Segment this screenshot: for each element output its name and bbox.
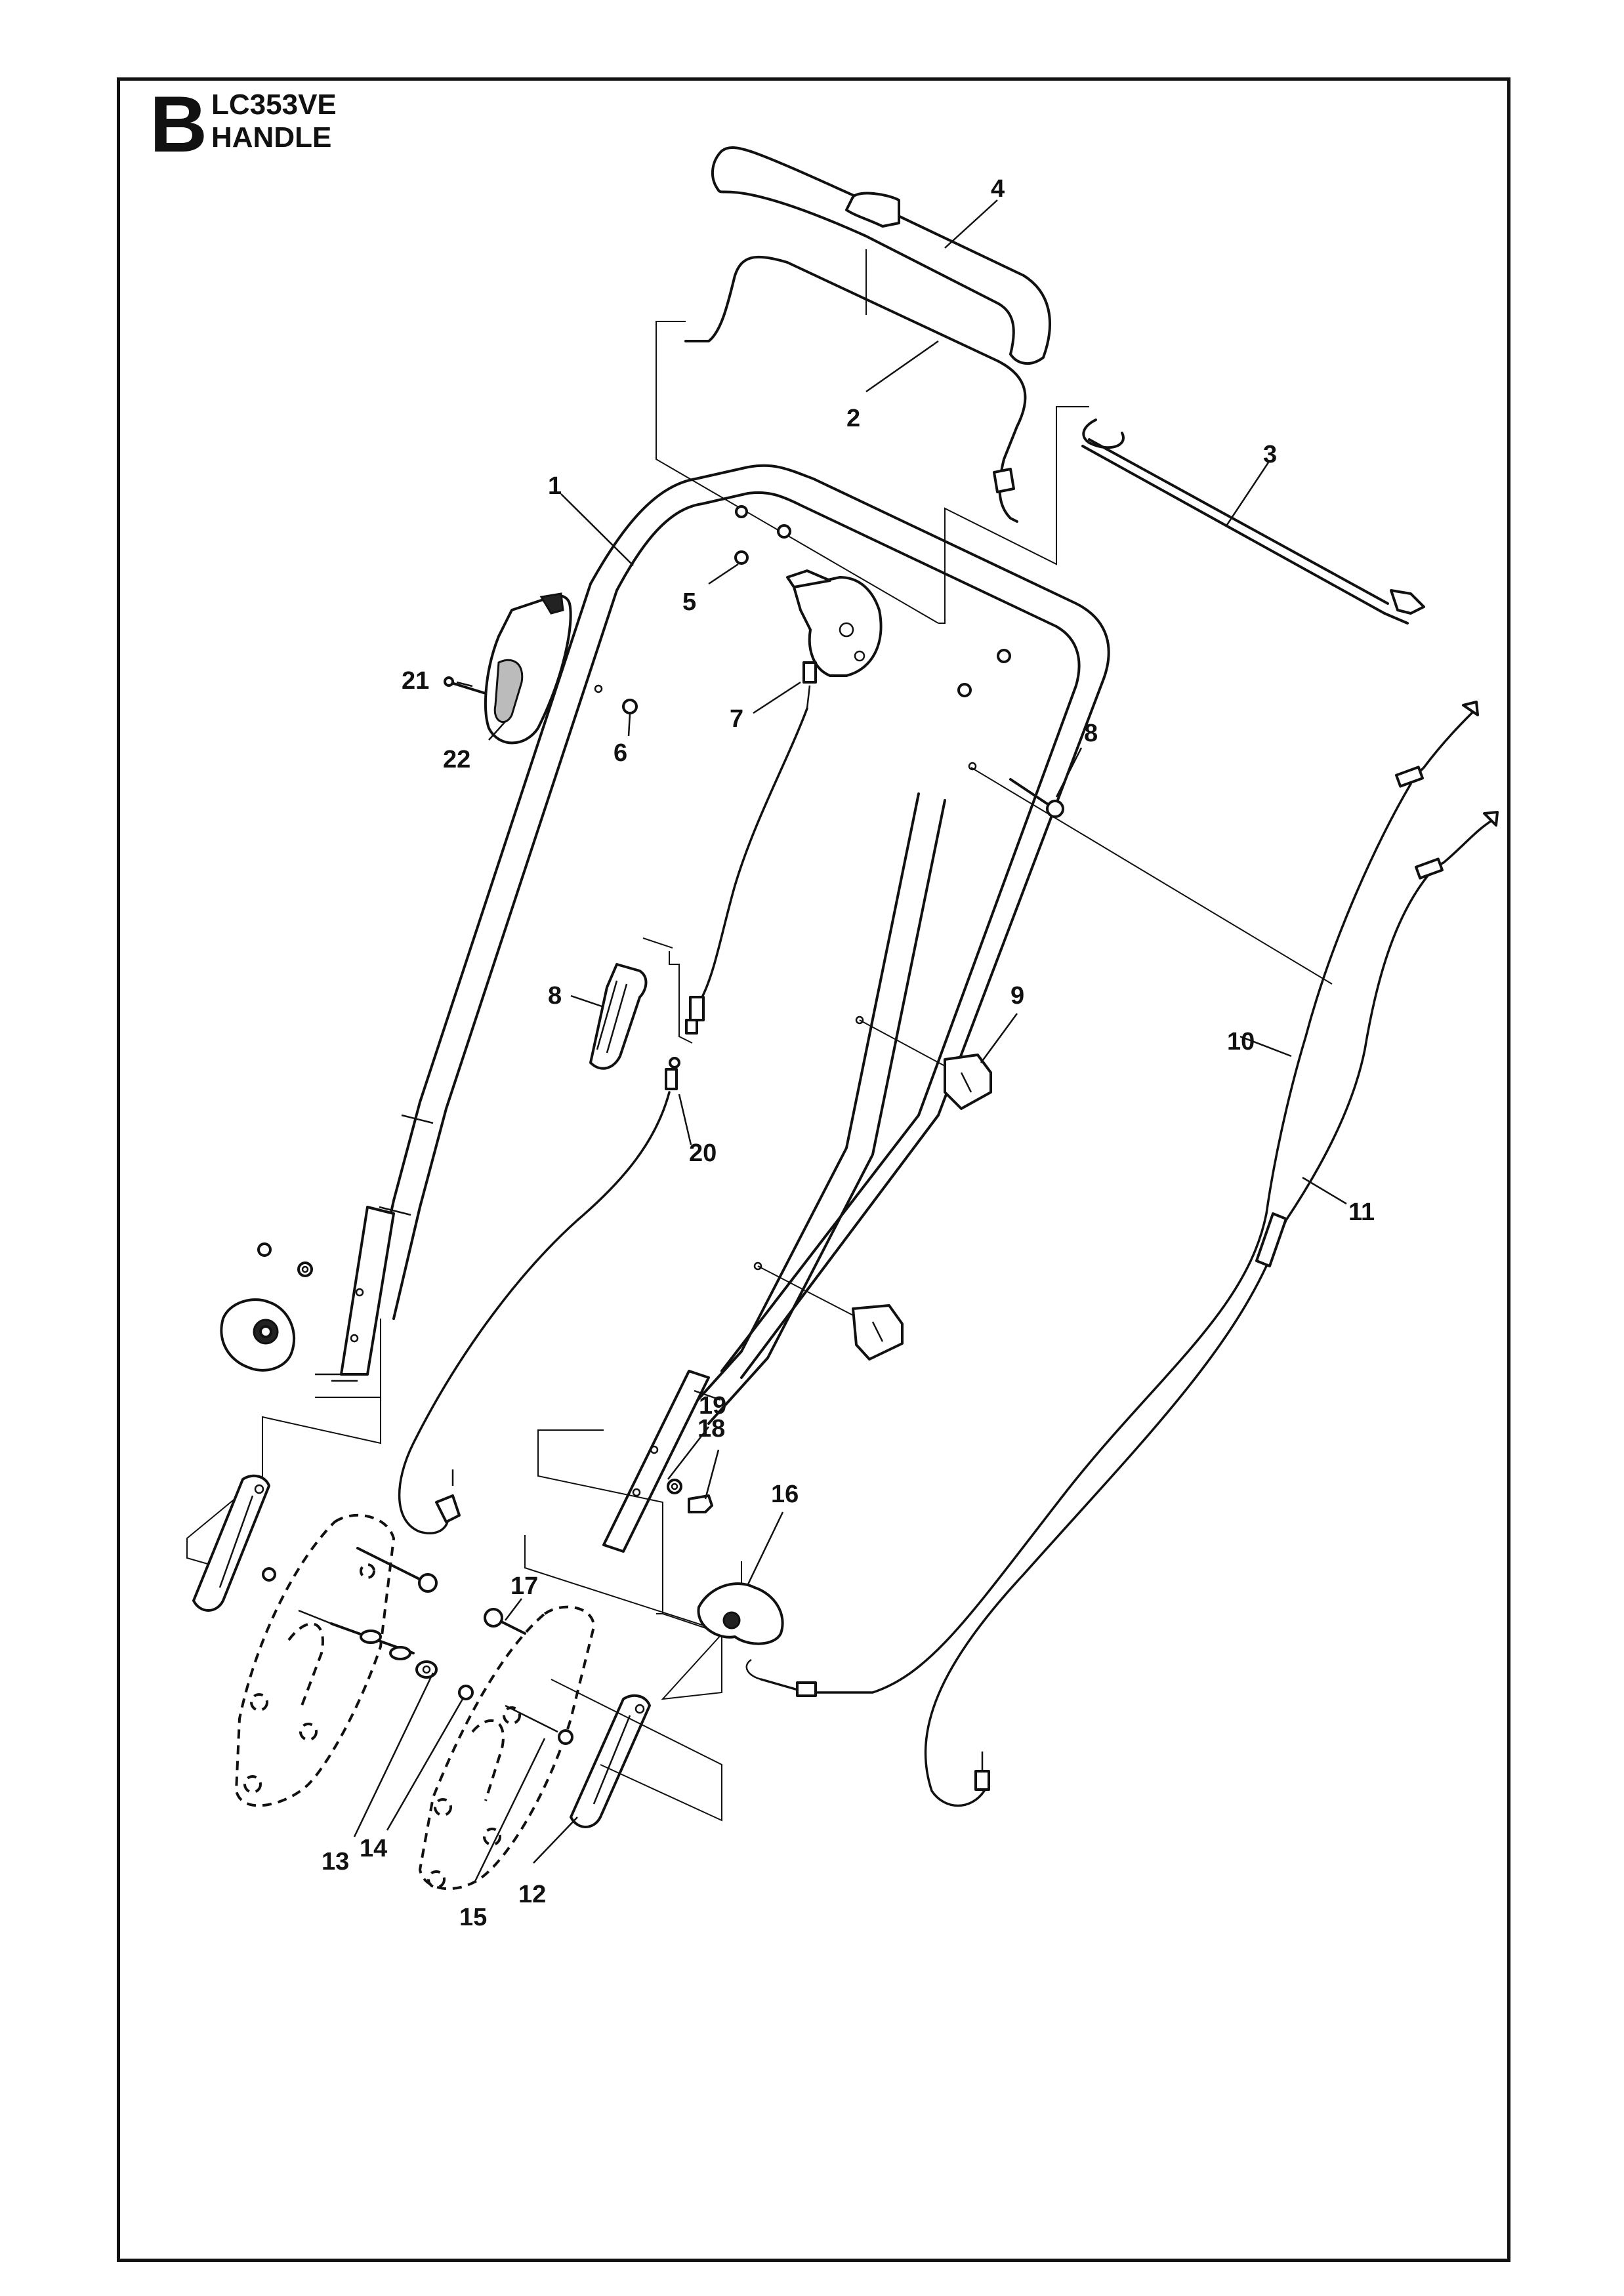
callout-5: 5 (682, 588, 696, 616)
left-knob-assembly (186, 1242, 381, 1612)
cable-clips (757, 1019, 992, 1361)
callout-12: 12 (518, 1881, 546, 1908)
engine-cable-20 (398, 1057, 680, 1534)
section-letter: B (150, 79, 208, 169)
callout-13: 13 (322, 1848, 349, 1876)
callout-2: 2 (846, 405, 860, 432)
bolt-8 (970, 767, 1333, 985)
callout-10: 10 (1227, 1028, 1255, 1056)
callout-15: 15 (459, 1904, 487, 1931)
cover-22 (444, 592, 572, 745)
model-label: LC353VE (211, 89, 337, 121)
callout-6: 6 (614, 739, 627, 767)
callout-7: 7 (730, 705, 743, 733)
section-title: HANDLE (211, 121, 332, 154)
drawing-frame (117, 77, 1510, 2262)
guide-lines-top (656, 249, 1089, 624)
callout-21: 21 (402, 667, 429, 695)
callout-3: 3 (1263, 441, 1277, 468)
callout-18: 18 (697, 1415, 725, 1443)
long-cables (745, 701, 1499, 1807)
callout-16: 16 (771, 1481, 799, 1508)
callout-19: 19 (699, 1392, 726, 1420)
callout-1: 1 (548, 472, 562, 500)
callouts: 1 2 3 4 5 6 7 8 8 9 10 11 12 13 14 15 16… (322, 175, 1375, 1931)
height-plate-right (418, 1605, 596, 1891)
nuts (622, 505, 1011, 714)
control-rod (1081, 419, 1425, 625)
cable-clip (589, 963, 648, 1070)
grip-bar (711, 146, 1051, 365)
callout-4: 4 (991, 175, 1005, 203)
callout-8-bolt: 8 (1084, 720, 1098, 747)
height-plate-left (234, 1513, 396, 1807)
callout-11: 11 (1348, 1199, 1375, 1226)
callout-9: 9 (1010, 982, 1024, 1010)
handle-tube (315, 464, 1110, 1553)
callout-20: 20 (689, 1139, 717, 1167)
callout-8-clip: 8 (548, 982, 562, 1010)
bail-wire (684, 255, 1027, 523)
callout-14: 14 (360, 1835, 387, 1862)
callout-17: 17 (510, 1572, 538, 1600)
leader-lines (353, 199, 1347, 1883)
throttle-cable (701, 707, 808, 998)
throttle-control (786, 569, 883, 709)
callout-22: 22 (443, 746, 470, 773)
